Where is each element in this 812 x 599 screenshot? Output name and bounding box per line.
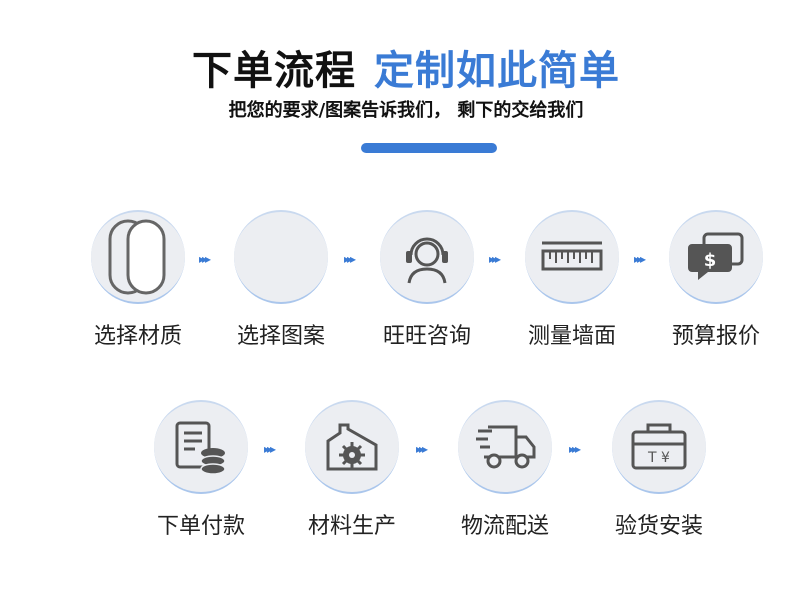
page-subtitle: 把您的要求/图案告诉我们， 剩下的交给我们 (228, 100, 584, 121)
price-chat-icon: $ (688, 232, 744, 282)
factory-icon (324, 421, 380, 473)
step-circle: T ¥ (612, 400, 706, 494)
step-label: 选择材质 (93, 324, 182, 349)
arrow-icon: ▸▸▸ (489, 252, 501, 266)
arrow-icon: ▸▸▸ (344, 252, 356, 266)
step-circle (91, 210, 185, 304)
arrow-icon: ▸▸▸ (416, 442, 428, 456)
step-circle: $ (669, 210, 763, 304)
step-circle (305, 400, 399, 494)
payment-icon (173, 419, 229, 475)
step-label: 测量墙面 (527, 324, 616, 349)
material-icon (108, 217, 168, 297)
step-circle (234, 210, 328, 304)
step-label: 旺旺咨询 (382, 324, 471, 349)
step-label: 材料生产 (307, 514, 396, 539)
step-circle (458, 400, 552, 494)
step-measure: 测量墙面 (517, 210, 627, 350)
toolbox-icon: T ¥ (630, 422, 688, 472)
arrow-icon: ▸▸▸ (264, 442, 276, 456)
truck-icon (474, 425, 536, 469)
ruler-icon (540, 239, 604, 275)
step-label: 预算报价 (671, 324, 760, 349)
step-circle (380, 210, 474, 304)
step-consult: 旺旺咨询 (372, 210, 482, 350)
arrow-icon: ▸▸▸ (634, 252, 646, 266)
toolbox-text: T ¥ (647, 450, 670, 466)
step-pay: 下单付款 (146, 400, 256, 540)
divider-bar (361, 143, 497, 153)
step-inspect-install: T ¥ 验货安装 (604, 400, 714, 540)
step-select-pattern: 选择图案 (226, 210, 336, 350)
headset-icon (401, 229, 453, 285)
step-circle (525, 210, 619, 304)
step-circle (154, 400, 248, 494)
title-main: 下单流程 (192, 48, 356, 94)
step-select-material: 选择材质 (83, 210, 193, 350)
step-label: 下单付款 (156, 514, 245, 539)
dollar-sign: $ (704, 250, 717, 271)
arrow-icon: ▸▸▸ (569, 442, 581, 456)
step-label: 选择图案 (236, 324, 325, 349)
step-produce: 材料生产 (297, 400, 407, 540)
step-delivery: 物流配送 (450, 400, 560, 540)
step-label: 验货安装 (614, 514, 703, 539)
arrow-icon: ▸▸▸ (199, 252, 211, 266)
page-title: 下单流程定制如此简单 (0, 38, 812, 96)
step-quote: $ 预算报价 (661, 210, 771, 350)
title-accent: 定制如此简单 (374, 48, 620, 94)
step-label: 物流配送 (460, 514, 549, 539)
